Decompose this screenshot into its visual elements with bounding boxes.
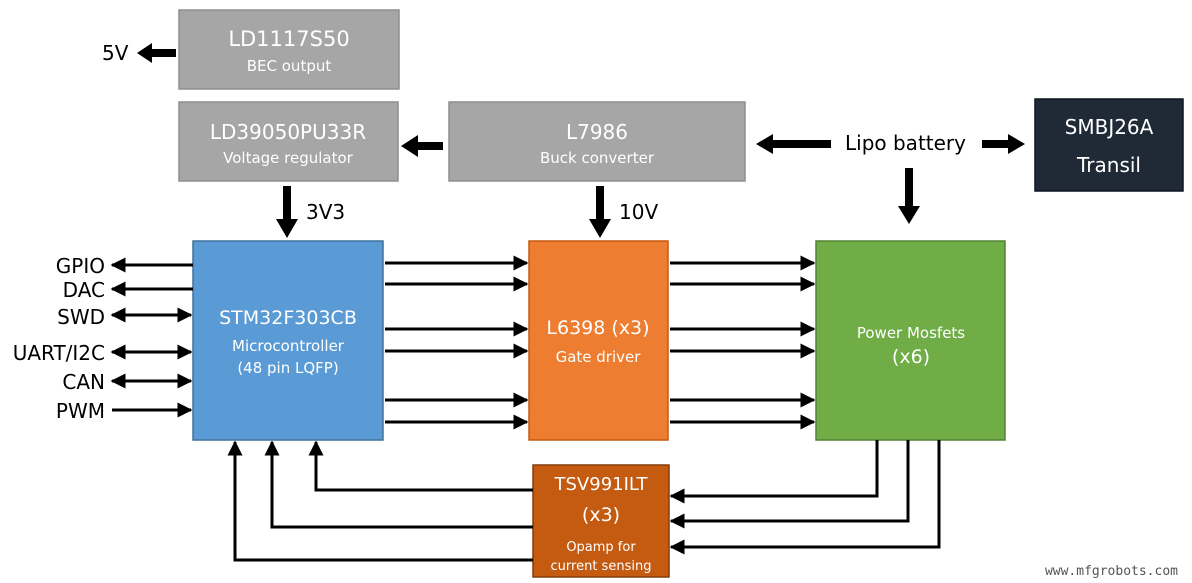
stm32-block: STM32F303CB Microcontroller (48 pin LQFP…: [192, 240, 384, 441]
label-10v: 10V: [619, 200, 658, 224]
driver-to-mosfet-arrows: [670, 255, 816, 430]
label-can: CAN: [62, 370, 105, 394]
io-labels: GPIO DAC SWD UART/I2C CAN PWM: [13, 254, 105, 423]
tsv991-line3: Opamp for: [566, 540, 636, 555]
ld39050-subtitle: Voltage regulator: [223, 149, 354, 167]
smbj-title: SMBJ26A: [1065, 115, 1154, 139]
smbj-block: SMBJ26A Transil: [1034, 98, 1184, 192]
label-gpio: GPIO: [56, 254, 105, 278]
ld39050-block: LD39050PU33R Voltage regulator: [178, 101, 399, 182]
tsv991-block: TSV991ILT (x3) Opamp for current sensing: [532, 464, 670, 578]
stm32-line2: Microcontroller: [232, 337, 345, 355]
mcu-to-driver-arrows: [385, 255, 529, 430]
l7986-block: L7986 Buck converter: [448, 101, 746, 182]
arrow-10v: [589, 186, 611, 238]
mosfets-subtitle: (x6): [892, 346, 930, 368]
tsv991-title: TSV991ILT: [554, 474, 649, 495]
l7986-title: L7986: [566, 120, 628, 144]
arrow-3v3: [276, 186, 298, 238]
l6398-title: L6398 (x3): [546, 317, 649, 339]
label-3v3: 3V3: [306, 200, 345, 224]
tsv991-line4: current sensing: [551, 559, 652, 574]
mosfets-title: Power Mosfets: [857, 324, 965, 342]
stm32-line3: (48 pin LQFP): [237, 359, 338, 377]
arrow-l7986-to-ld39050: [401, 135, 443, 157]
watermark: www.mfgrobots.com: [1044, 564, 1178, 579]
label-dac: DAC: [63, 278, 105, 302]
arrow-lipo-to-l7986: [756, 134, 831, 154]
opamp-to-mcu-arrows: [227, 440, 533, 562]
mosfets-block: Power Mosfets (x6): [815, 240, 1006, 441]
arrow-5v: [137, 43, 176, 63]
l6398-block: L6398 (x3) Gate driver: [528, 240, 669, 441]
label-swd: SWD: [57, 305, 105, 329]
mosfet-to-opamp-arrows: [669, 440, 941, 555]
l7986-subtitle: Buck converter: [540, 149, 655, 167]
ld1117-subtitle: BEC output: [247, 57, 332, 75]
ld1117-block: LD1117S50 BEC output: [178, 9, 400, 90]
l6398-subtitle: Gate driver: [556, 348, 642, 366]
ld1117-title: LD1117S50: [228, 27, 349, 51]
arrow-lipo-to-smbj: [982, 134, 1025, 154]
tsv991-line2: (x3): [582, 504, 620, 526]
label-lipo: Lipo battery: [845, 131, 966, 155]
label-5v: 5V: [102, 41, 129, 65]
arrow-lipo-to-mosfets: [898, 168, 920, 224]
smbj-subtitle: Transil: [1076, 153, 1141, 177]
label-pwm: PWM: [56, 399, 105, 423]
io-arrows: [110, 257, 193, 418]
stm32-title: STM32F303CB: [219, 307, 357, 329]
power-arrows: [137, 43, 1025, 238]
ld39050-title: LD39050PU33R: [210, 120, 366, 144]
label-uart: UART/I2C: [13, 341, 105, 365]
